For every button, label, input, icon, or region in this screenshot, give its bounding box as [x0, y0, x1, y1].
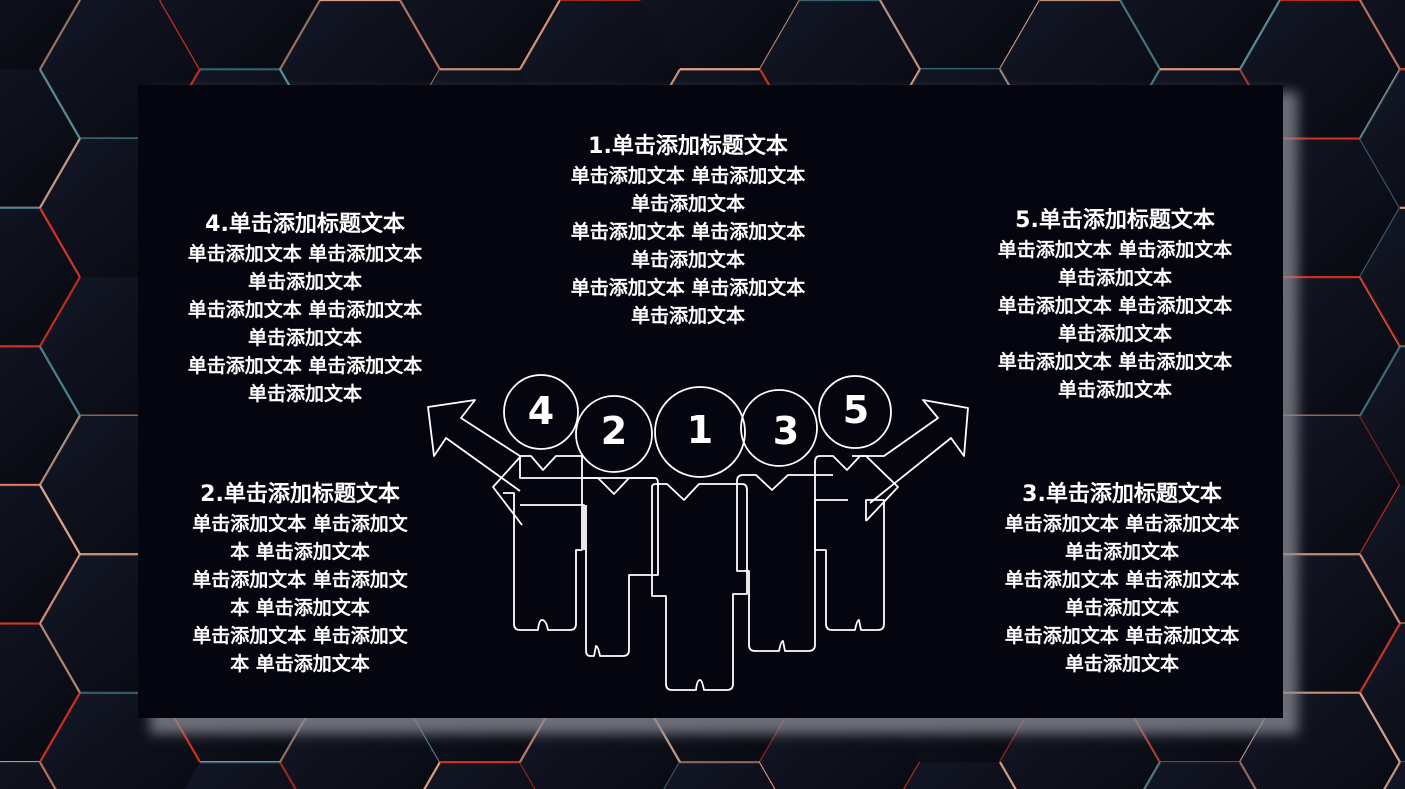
- block-line[interactable]: 本 单击添加文本: [230, 597, 370, 619]
- text-block-1: 1.单击添加标题文本 单击添加文本 单击添加文本 单击添加文本 单击添加文本 单…: [548, 132, 828, 330]
- block-line[interactable]: 单击添加文本 单击添加文: [192, 625, 408, 647]
- block-line[interactable]: 单击添加文本 单击添加文本: [570, 221, 806, 243]
- block-line[interactable]: 单击添加文本 单击添加文本: [570, 277, 806, 299]
- block-line[interactable]: 单击添加文本: [1064, 597, 1179, 619]
- figure-label-2[interactable]: 2: [600, 409, 628, 453]
- block-line[interactable]: 单击添加文本: [247, 383, 362, 405]
- block-line[interactable]: 单击添加文本: [630, 305, 745, 327]
- block-title[interactable]: 4.单击添加标题文本: [205, 212, 405, 237]
- block-line[interactable]: 单击添加文本: [1064, 653, 1179, 675]
- block-line[interactable]: 单击添加文本: [1064, 541, 1179, 563]
- figure-label-4[interactable]: 4: [527, 389, 555, 433]
- block-line[interactable]: 单击添加文本 单击添加文本: [997, 351, 1233, 373]
- block-line[interactable]: 单击添加文本: [630, 249, 745, 271]
- block-line[interactable]: 单击添加文本: [1057, 267, 1172, 289]
- block-line[interactable]: 单击添加文本 单击添加文本: [570, 165, 806, 187]
- block-line[interactable]: 单击添加文本 单击添加文本: [187, 299, 423, 321]
- block-title[interactable]: 3.单击添加标题文本: [1022, 482, 1222, 507]
- block-line[interactable]: 单击添加文本 单击添加文本: [187, 355, 423, 377]
- text-block-2: 2.单击添加标题文本 单击添加文本 单击添加文 本 单击添加文本 单击添加文本 …: [170, 480, 430, 678]
- block-line[interactable]: 单击添加文本 单击添加文本: [997, 295, 1233, 317]
- block-line[interactable]: 单击添加文本: [247, 327, 362, 349]
- block-line[interactable]: 单击添加文本: [1057, 379, 1172, 401]
- figure-label-1[interactable]: 1: [686, 408, 714, 452]
- block-title[interactable]: 5.单击添加标题文本: [1015, 208, 1215, 233]
- block-line[interactable]: 本 单击添加文本: [230, 541, 370, 563]
- block-title[interactable]: 1.单击添加标题文本: [588, 134, 788, 159]
- block-line[interactable]: 单击添加文本 单击添加文: [192, 569, 408, 591]
- block-line[interactable]: 单击添加文本 单击添加文: [192, 513, 408, 535]
- block-line[interactable]: 单击添加文本: [630, 193, 745, 215]
- block-title[interactable]: 2.单击添加标题文本: [200, 482, 400, 507]
- figure-label-5[interactable]: 5: [842, 388, 870, 432]
- block-line[interactable]: 单击添加文本 单击添加文本: [1004, 569, 1240, 591]
- text-block-4: 4.单击添加标题文本 单击添加文本 单击添加文本 单击添加文本 单击添加文本 单…: [165, 210, 445, 408]
- block-line[interactable]: 单击添加文本: [1057, 323, 1172, 345]
- block-line[interactable]: 单击添加文本: [247, 271, 362, 293]
- block-line[interactable]: 单击添加文本 单击添加文本: [187, 243, 423, 265]
- block-line[interactable]: 单击添加文本 单击添加文本: [1004, 513, 1240, 535]
- text-block-5: 5.单击添加标题文本 单击添加文本 单击添加文本 单击添加文本 单击添加文本 单…: [975, 206, 1255, 404]
- block-line[interactable]: 单击添加文本 单击添加文本: [1004, 625, 1240, 647]
- text-block-3: 3.单击添加标题文本 单击添加文本 单击添加文本 单击添加文本 单击添加文本 单…: [982, 480, 1262, 678]
- figure-label-3[interactable]: 3: [772, 409, 800, 453]
- block-line[interactable]: 单击添加文本 单击添加文本: [997, 239, 1233, 261]
- block-line[interactable]: 本 单击添加文本: [230, 653, 370, 675]
